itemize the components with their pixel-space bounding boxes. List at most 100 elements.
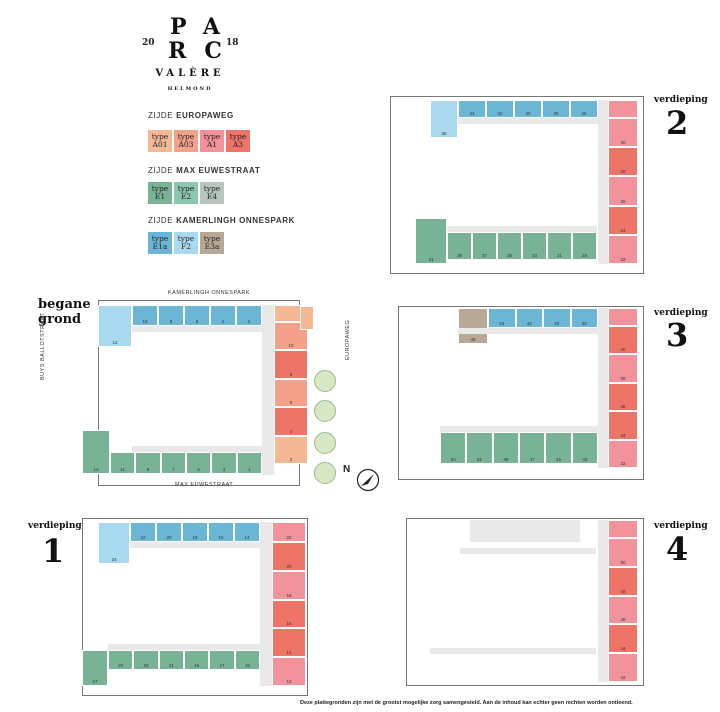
unit-number: 40: [554, 321, 560, 326]
unit-number: 46: [620, 617, 626, 623]
unit-number: 43: [582, 457, 588, 462]
compass-icon: [356, 468, 380, 492]
unit-number: 45: [555, 457, 561, 462]
legend-group-name: EUROPAWEG: [176, 111, 234, 120]
disclaimer-note: Deze plattegronden zijn met de grootst m…: [300, 700, 633, 706]
unit-number: 44: [499, 321, 505, 326]
logo-year-left: 20: [142, 38, 155, 48]
unit-number: 6: [195, 319, 199, 324]
apartment-unit: 11: [110, 452, 136, 474]
unit-number: 19: [194, 663, 200, 668]
apartment-unit: 46: [608, 595, 638, 625]
swatch-code: A3: [232, 140, 244, 149]
apartment-unit: 40: [608, 326, 638, 355]
apartment-unit: 14: [234, 522, 260, 542]
corridor: [108, 644, 260, 650]
floor-number-4: 4: [666, 530, 689, 568]
unit-number: 2: [247, 319, 251, 324]
swatch-code: A01: [152, 140, 168, 149]
apartment-unit: 22: [272, 522, 306, 542]
apartment-unit: 26: [608, 176, 638, 206]
street-label-east: EUROPAWEG: [345, 319, 351, 360]
corridor: [460, 548, 596, 554]
unit-number: 11: [120, 467, 125, 472]
apartment-unit: 4: [274, 407, 308, 436]
tree-icon: [314, 462, 336, 484]
apartment-unit: [608, 520, 638, 538]
apartment-unit: 13: [82, 430, 110, 474]
unit-number: 36: [620, 404, 626, 410]
corridor: [132, 446, 262, 452]
apartment-unit: 34: [458, 100, 486, 118]
unit-number: 44: [620, 646, 626, 652]
unit-number: 53: [450, 457, 456, 462]
tree-icon: [314, 370, 336, 392]
apartment-unit: 30: [514, 100, 542, 118]
apartment-unit: 21: [158, 650, 184, 670]
apartment-unit: 32: [608, 439, 638, 468]
apartment-unit: 6: [184, 305, 210, 326]
apartment-unit: 28: [542, 100, 570, 118]
unit-number: 25: [118, 663, 124, 668]
swatch-code: E2: [180, 192, 192, 201]
corridor: [262, 305, 274, 475]
apartment-unit: 14: [272, 628, 306, 658]
swatch-code: A1: [206, 140, 218, 149]
apartment-unit: 30: [608, 118, 638, 148]
legend-group-name: MAX EUWESTRAAT: [176, 166, 261, 175]
unit-number: 42: [526, 321, 532, 326]
apartment-unit: 24: [608, 205, 638, 235]
corridor: [458, 118, 598, 124]
unit-number: 30: [525, 111, 531, 116]
swatch-code: E1: [154, 192, 166, 201]
unit-number: 23: [143, 663, 149, 668]
label-verdieping-4: verdieping: [654, 521, 708, 531]
apartment-unit: [608, 100, 638, 118]
swatch-word: type: [177, 132, 195, 141]
unit-number: 22: [286, 535, 292, 540]
apartment-unit: 40: [543, 308, 571, 328]
unit-number: 29: [581, 253, 587, 258]
apartment-unit: 39: [447, 232, 472, 260]
apartment-unit: 8: [158, 305, 184, 326]
unit-number: 35: [506, 253, 512, 258]
label-begane: begane: [38, 297, 91, 312]
unit-number: 34: [469, 111, 475, 116]
building-outline: [390, 96, 644, 274]
apartment-unit: 36: [430, 100, 458, 138]
unit-number: 32: [620, 460, 626, 466]
unit-number: 20: [166, 535, 172, 540]
corridor: [598, 100, 608, 264]
apartment-unit: 35: [497, 232, 522, 260]
unit-number: 14: [244, 535, 250, 540]
unit-number: 32: [497, 111, 503, 116]
corridor: [598, 520, 608, 682]
unit-number: 22: [620, 256, 626, 262]
unit-number: 51: [476, 457, 482, 462]
apartment-unit: 33: [522, 232, 547, 260]
unit-number: 41: [428, 257, 434, 262]
floor-number-2: 2: [666, 104, 689, 142]
swatch-code: F2: [181, 242, 191, 251]
unit-number: 39: [456, 253, 462, 258]
apartment-unit: 31: [547, 232, 572, 260]
swatch-word: type: [177, 234, 195, 243]
swatch-word: type: [151, 184, 169, 193]
label-verdieping-1: verdieping: [28, 521, 82, 531]
apartment-unit: 17: [209, 650, 235, 670]
apartment-unit: 47: [519, 432, 546, 464]
unit-number: 26: [620, 198, 626, 204]
apartment-unit: 28: [608, 147, 638, 177]
swatch-word: type: [151, 234, 169, 243]
unit-number: 2: [289, 456, 293, 462]
label-begane-grond: begane grond: [38, 297, 91, 327]
logo-year-right: 18: [226, 38, 239, 48]
unit-number: 40: [620, 347, 626, 353]
swatch-word: type: [203, 234, 221, 243]
legend-prefix: ZIJDE: [148, 216, 174, 225]
